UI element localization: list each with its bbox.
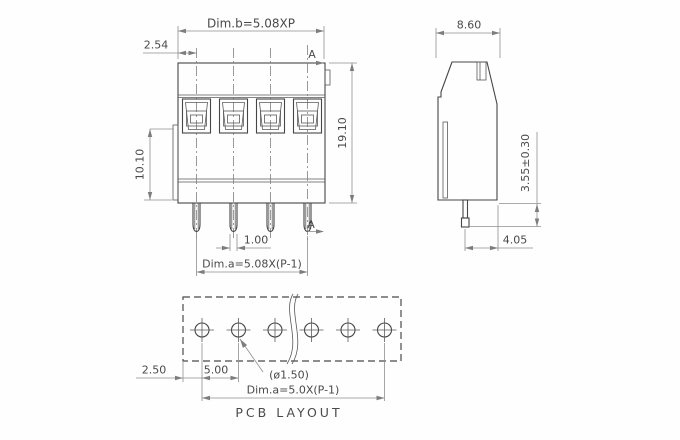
pcb-hole xyxy=(299,318,324,342)
front-view: Dim.b=5.08XP 2.54 10.10 19.10 xyxy=(134,17,357,276)
pcb-hole xyxy=(226,318,251,342)
dimension-19-10: 19.10 xyxy=(329,62,357,204)
side-view: 8.60 3.55±0.30 4.05 xyxy=(435,19,541,251)
dimension-8-60: 8.60 xyxy=(435,19,501,58)
dim-10-10-label: 10.10 xyxy=(134,149,147,181)
dimension-2-54: 2.54 xyxy=(143,39,197,56)
dimension-3-55: 3.55±0.30 xyxy=(469,132,541,227)
solder-pin xyxy=(192,203,201,233)
terminal-port xyxy=(181,98,212,134)
side-pin-tip xyxy=(460,217,470,228)
dimension-5-00: 5.00 xyxy=(204,343,239,382)
front-right-tab xyxy=(324,69,331,86)
section-marker-top: A xyxy=(308,48,324,66)
dimension-dim-a-pcb: Dim.a=5.0X(P-1) xyxy=(202,343,385,401)
solder-pin xyxy=(229,203,238,233)
terminal-port xyxy=(255,98,286,134)
dim-4-05-label: 4.05 xyxy=(503,234,528,247)
section-marker-bottom: A xyxy=(307,218,324,234)
section-a-top-label: A xyxy=(308,48,316,61)
solder-pin xyxy=(266,203,275,233)
dimension-2-50: 2.50 xyxy=(136,343,239,401)
dim-8-60-label: 8.60 xyxy=(457,19,482,32)
dim-5-00-label: 5.00 xyxy=(204,364,229,377)
pcb-hole xyxy=(372,318,397,342)
side-slot xyxy=(442,121,448,199)
dimension-dim-a-front: Dim.a=5.08X(P-1) xyxy=(196,236,308,276)
side-pin xyxy=(462,199,469,219)
dimension-10-10: 10.10 xyxy=(134,128,174,201)
pcb-hole xyxy=(190,318,214,342)
side-body-outline xyxy=(437,61,498,201)
dimension-1-00: 1.00 xyxy=(216,234,271,251)
dim-2-50-label: 2.50 xyxy=(142,364,167,377)
dim-2-54-label: 2.54 xyxy=(144,39,169,52)
pcb-hole xyxy=(336,318,360,342)
terminal-port xyxy=(292,98,323,134)
dimension-dim-b: Dim.b=5.08XP xyxy=(177,17,325,59)
side-latch xyxy=(476,61,487,81)
pcb-hole xyxy=(263,318,287,342)
pcb-board-outline xyxy=(182,296,402,362)
dim-a-pcb-label: Dim.a=5.0X(P-1) xyxy=(247,384,340,397)
pcb-layout: 2.50 5.00 (ø1.50) Dim.a=5.0X(P-1) PCB LA… xyxy=(136,293,402,420)
dim-hole-dia-label: (ø1.50) xyxy=(269,369,309,382)
dim-b-label: Dim.b=5.08XP xyxy=(207,17,295,31)
section-a-bottom-label: A xyxy=(307,218,315,231)
break-line xyxy=(286,293,299,365)
terminal-port xyxy=(218,98,249,134)
front-left-step xyxy=(172,124,179,201)
dim-3-55-label: 3.55±0.30 xyxy=(519,134,532,192)
dimension-4-05: 4.05 xyxy=(464,205,533,251)
pcb-layout-caption: PCB LAYOUT xyxy=(235,405,342,420)
dim-1-00-label: 1.00 xyxy=(244,234,269,247)
dim-a-front-label: Dim.a=5.08X(P-1) xyxy=(202,258,302,271)
dim-19-10-label: 19.10 xyxy=(336,117,349,149)
hole-diameter-callout: (ø1.50) xyxy=(239,338,309,382)
